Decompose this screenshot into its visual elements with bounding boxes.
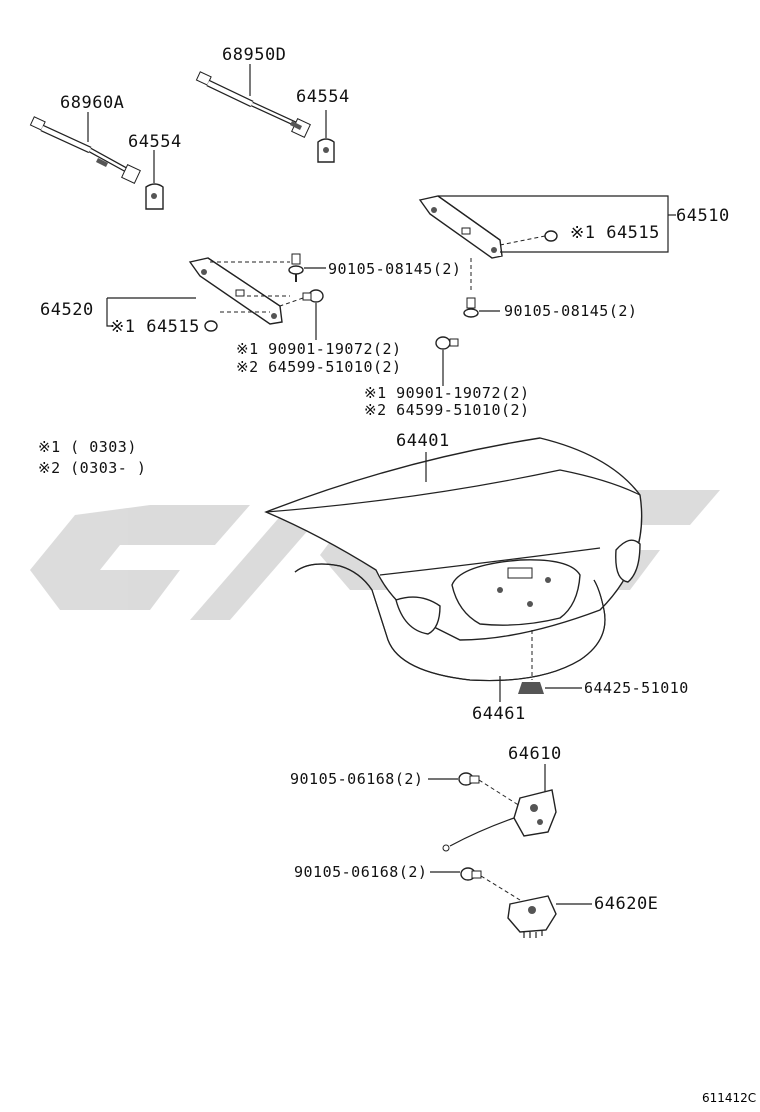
gas-strut-68950D	[195, 71, 311, 138]
label-90105-06168-a: 90105-06168(2)	[290, 770, 423, 788]
label-64461: 64461	[472, 704, 526, 724]
striker-64620E	[507, 895, 557, 938]
leader-64510-bracket	[438, 195, 669, 253]
label-64620E: 64620E	[594, 894, 658, 914]
bolt-90105-06168-upper	[458, 772, 480, 786]
label-90105-06168-b: 90105-06168(2)	[294, 863, 427, 881]
label-64401: 64401	[396, 431, 450, 451]
bolt-90901-left	[302, 289, 324, 303]
label-64554-lower: 64554	[128, 132, 182, 152]
label-90105-08145-b: 90105-08145(2)	[504, 302, 637, 320]
note-2: ※2 (0303- )	[38, 459, 146, 477]
label-64425-51010: 64425-51010	[584, 679, 689, 697]
footer-code: 611412C	[702, 1091, 756, 1105]
label-64599-51010-left: ※2 64599-51010(2)	[236, 358, 402, 376]
dash-90901-left	[279, 297, 304, 307]
label-68950D: 68950D	[222, 45, 286, 65]
stopper-64425-51010	[518, 682, 544, 694]
hinge-64520	[188, 257, 283, 325]
label-90901-19072-right: ※1 90901-19072(2)	[364, 384, 530, 402]
bolt-90901-right	[435, 336, 459, 350]
bolt-90105-06168-lower	[460, 867, 482, 881]
bracket-64554-upper	[317, 138, 335, 163]
label-64510: 64510	[676, 206, 730, 226]
dash-hinge-left	[210, 261, 290, 313]
label-64520: 64520	[40, 300, 94, 320]
bracket-64554-lower	[145, 183, 164, 210]
washer-64515-right	[544, 230, 558, 242]
gas-strut-68960A	[29, 116, 141, 184]
dash-64515-right	[499, 235, 546, 246]
label-64515-left: ※1 64515	[110, 317, 200, 337]
label-90901-19072-left: ※1 90901-19072(2)	[236, 340, 402, 358]
weatherstrip-64461	[294, 563, 606, 682]
label-64610: 64610	[508, 744, 562, 764]
lock-assembly-64610	[442, 789, 557, 852]
dash-06168-lower	[480, 875, 521, 901]
label-64599-51010-right: ※2 64599-51010(2)	[364, 401, 530, 419]
bolt-90105-08145-upper	[288, 253, 304, 282]
label-68960A: 68960A	[60, 93, 124, 113]
bolt-90105-08145-lower	[463, 297, 479, 318]
washer-64515-left	[204, 320, 218, 332]
leader-64520-bracket	[106, 297, 196, 327]
label-90105-08145-a: 90105-08145(2)	[328, 260, 461, 278]
label-64515-right: ※1 64515	[570, 223, 660, 243]
dash-06168-upper	[478, 779, 521, 807]
label-64554-upper: 64554	[296, 87, 350, 107]
note-1: ※1 ( 0303)	[38, 438, 137, 456]
trunk-lid-64401	[264, 437, 643, 641]
hinge-64510	[418, 195, 503, 259]
